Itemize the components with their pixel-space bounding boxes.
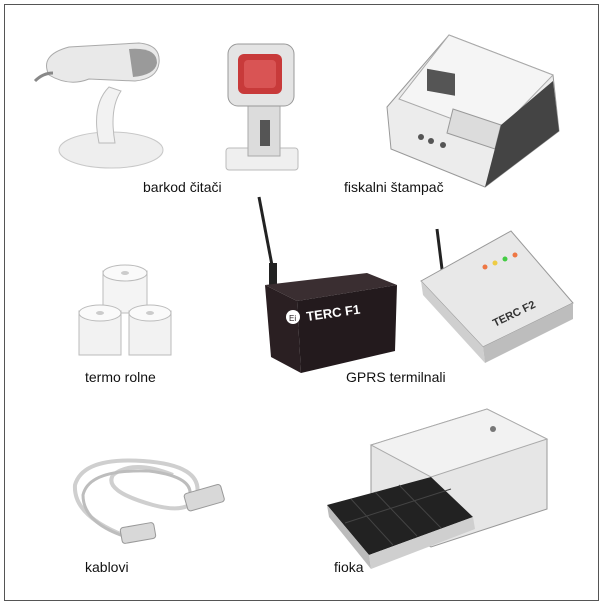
gprs-terminals-label: GPRS termilnali <box>346 369 446 385</box>
barcode-scanner-image <box>29 35 179 175</box>
cash-drawer-image <box>323 405 553 585</box>
serial-cable-image <box>63 445 233 555</box>
thermal-rolls-label: termo rolne <box>85 369 156 385</box>
fiscal-printer-image <box>383 25 568 195</box>
barcode-readers-label: barkod čitači <box>143 179 222 195</box>
ei-logo-text: Ei <box>289 314 296 323</box>
terc-f1-text: TERC F1 <box>305 302 361 324</box>
drawer-label: fioka <box>334 559 364 575</box>
thermal-rolls-image <box>75 263 180 363</box>
fiscal-printer-label: fiskalni štampač <box>344 179 444 195</box>
omni-scanner-image <box>220 40 305 175</box>
gprs-terminal-f2-image: TERC F2 <box>415 225 575 375</box>
cables-label: kablovi <box>85 559 129 575</box>
product-catalog-frame: Ei TERC F1 TERC F2 <box>4 4 599 601</box>
gprs-terminal-f1-image: Ei TERC F1 <box>249 193 397 379</box>
